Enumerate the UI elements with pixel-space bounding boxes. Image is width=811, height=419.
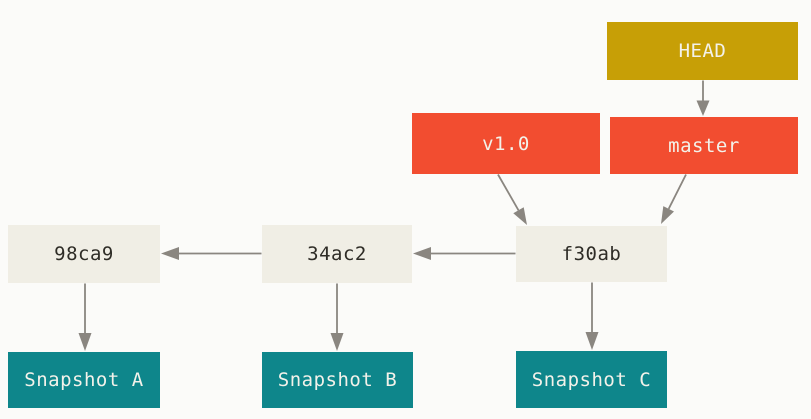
arrow-f30ab-to-snapshot-c	[585, 282, 599, 350]
arrow-head-to-master	[696, 80, 710, 116]
commit-box-34ac2: 34ac2	[262, 225, 412, 283]
head-box: HEAD	[607, 22, 798, 80]
commit-box-98ca9: 98ca9	[8, 225, 160, 283]
arrow-34ac2-to-snapshot-b	[330, 283, 344, 351]
snapshot-box-c: Snapshot C	[516, 351, 667, 408]
arrow-98ca9-to-snapshot-a	[78, 283, 92, 351]
branch-box-master: master	[610, 117, 798, 174]
arrow-34ac2-to-98ca9	[161, 247, 262, 260]
commit-box-f30ab: f30ab	[516, 226, 667, 282]
arrow-v1-0-to-f30ab	[497, 174, 527, 225]
arrow-master-to-f30ab	[661, 174, 687, 224]
snapshot-box-b: Snapshot B	[262, 352, 413, 408]
tag-box-v1-0: v1.0	[412, 113, 600, 174]
snapshot-box-a: Snapshot A	[8, 352, 160, 408]
arrow-f30ab-to-34ac2	[413, 247, 516, 260]
